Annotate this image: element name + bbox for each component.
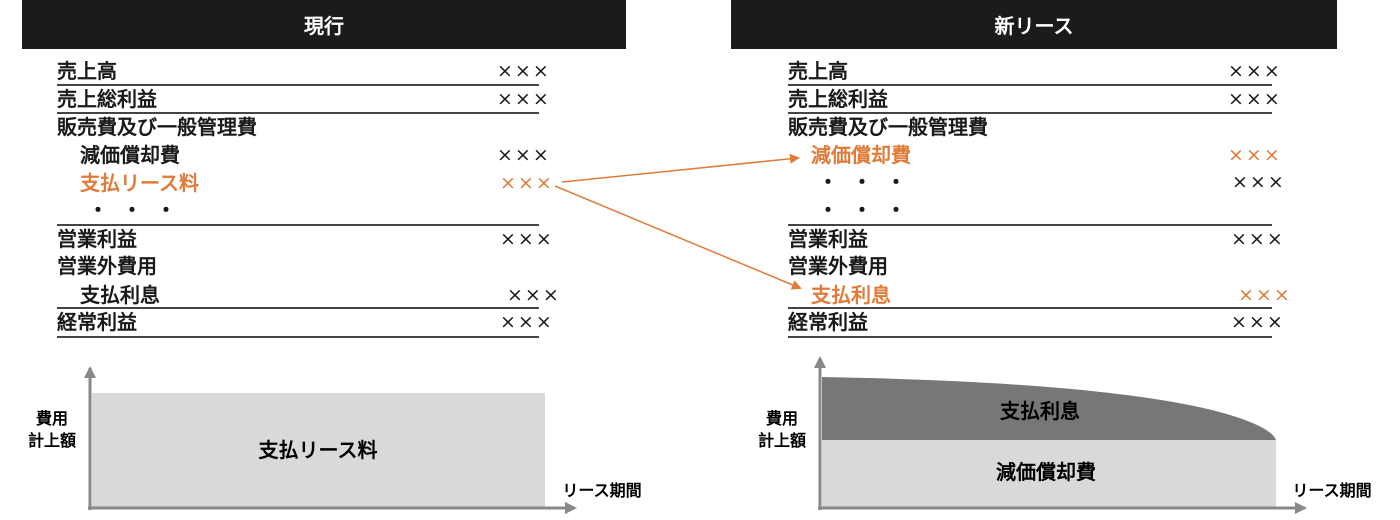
- row-interest-paid: 支払利息 ×××: [811, 281, 1308, 309]
- row-non-operating-expenses: 営業外費用: [57, 252, 577, 280]
- row-ordinary-profit: 経常利益 ×××: [57, 308, 577, 336]
- depreciation-area-label: 減価償却費: [996, 460, 1096, 484]
- y-axis-label-line1: 費用: [766, 409, 798, 428]
- row-value: ×××: [500, 311, 554, 333]
- row-sga: 販売費及び一般管理費: [57, 113, 577, 141]
- interest-area: [822, 377, 1276, 440]
- row-label: ・・・: [818, 198, 920, 222]
- divider: [57, 112, 539, 114]
- row-value: ×××: [1231, 311, 1285, 333]
- row-value: ×××: [497, 60, 551, 82]
- row-label: 売上総利益: [57, 87, 157, 111]
- divider: [788, 307, 1272, 309]
- divider: [57, 336, 539, 338]
- row-gross-profit: 売上総利益 ×××: [788, 85, 1308, 113]
- row-label: 売上総利益: [788, 87, 888, 111]
- row-label: 販売費及び一般管理費: [57, 115, 257, 139]
- row-lease-payment: 支払リース料 ×××: [80, 169, 577, 197]
- row-interest-paid: 支払利息 ×××: [80, 281, 577, 309]
- arrow-to-depreciation: [561, 153, 800, 183]
- row-value: ×××: [497, 144, 551, 166]
- row-label: 営業利益: [788, 227, 868, 251]
- x-axis-label: リース期間: [562, 481, 641, 500]
- row-label: ・・・: [818, 170, 920, 194]
- row-value: ×××: [1228, 88, 1282, 110]
- divider: [788, 336, 1272, 338]
- header-new-lease: 新リース: [731, 0, 1337, 49]
- row-ellipsis: ・・・ ×××: [818, 168, 1308, 196]
- row-label: 売上高: [57, 59, 117, 83]
- lease-payment-area: [92, 393, 545, 508]
- divider: [57, 224, 539, 226]
- row-label: 販売費及び一般管理費: [788, 115, 988, 139]
- x-axis-label: リース期間: [1292, 481, 1371, 500]
- row-value: ×××: [1238, 284, 1292, 306]
- row-depreciation: 減価償却費 ×××: [811, 141, 1308, 169]
- row-sales: 売上高 ×××: [788, 57, 1308, 85]
- divider: [788, 84, 1272, 86]
- row-value: ×××: [1232, 171, 1286, 193]
- row-gross-profit: 売上総利益 ×××: [57, 85, 577, 113]
- row-ordinary-profit: 経常利益 ×××: [788, 308, 1308, 336]
- row-non-operating-expenses: 営業外費用: [788, 252, 1308, 280]
- row-label: 減価償却費: [80, 143, 180, 167]
- row-value: ×××: [1228, 60, 1282, 82]
- row-label: 営業外費用: [788, 254, 888, 278]
- row-depreciation: 減価償却費 ×××: [80, 141, 577, 169]
- row-label: ・・・: [88, 198, 190, 222]
- y-axis-label-line1: 費用: [36, 409, 68, 428]
- interest-area-label: 支払利息: [1000, 399, 1080, 423]
- row-label: 経常利益: [57, 310, 137, 334]
- row-sales: 売上高 ×××: [57, 57, 577, 85]
- y-axis-label-line2: 計上額: [28, 431, 76, 450]
- row-value: ×××: [500, 228, 554, 250]
- divider: [788, 224, 1272, 226]
- row-label: 支払利息: [80, 283, 160, 307]
- header-current: 現行: [22, 0, 626, 49]
- row-ellipsis: ・・・: [88, 196, 288, 224]
- row-label: 経常利益: [788, 310, 868, 334]
- divider: [57, 84, 539, 86]
- y-axis-label-line2: 計上額: [758, 431, 806, 450]
- divider: [788, 112, 1272, 114]
- row-label: 営業外費用: [57, 254, 157, 278]
- row-label: 減価償却費: [811, 143, 911, 167]
- row-label: 支払利息: [811, 283, 891, 307]
- row-value: ×××: [507, 284, 561, 306]
- depreciation-area: [822, 440, 1276, 508]
- row-value: ×××: [1228, 144, 1282, 166]
- row-operating-profit: 営業利益 ×××: [57, 225, 577, 253]
- row-label: 営業利益: [57, 227, 137, 251]
- row-value: ×××: [497, 88, 551, 110]
- row-sga: 販売費及び一般管理費: [788, 113, 1308, 141]
- lease-payment-area-label: 支払リース料: [259, 438, 378, 462]
- row-operating-profit: 営業利益 ×××: [788, 225, 1308, 253]
- arrow-to-interest: [554, 185, 802, 290]
- row-value: ×××: [500, 172, 554, 194]
- row-label: 支払リース料: [80, 171, 199, 195]
- row-ellipsis: ・・・: [818, 196, 1018, 224]
- row-label: 売上高: [788, 59, 848, 83]
- row-value: ×××: [1231, 228, 1285, 250]
- divider: [57, 307, 539, 309]
